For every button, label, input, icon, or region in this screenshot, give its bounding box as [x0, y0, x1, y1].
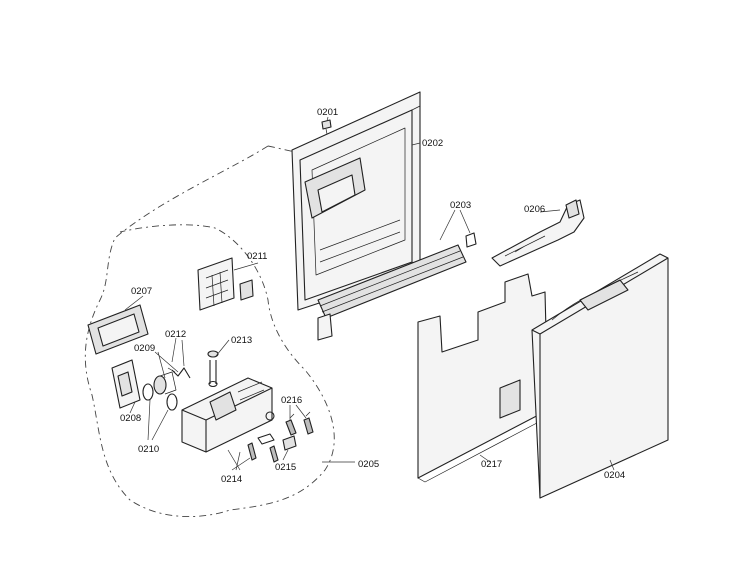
label-0210: 0210 [138, 444, 159, 455]
part-0214-contacts [247, 433, 279, 463]
label-0204: 0204 [604, 470, 625, 481]
label-0209: 0209 [134, 343, 155, 354]
part-0217-insulation [417, 273, 553, 483]
part-0208-handle-cover [111, 359, 141, 409]
leader-lines [124, 116, 615, 471]
part-0203-trim-strip [317, 232, 477, 341]
label-0213: 0213 [231, 335, 252, 346]
label-0208: 0208 [120, 413, 141, 424]
part-0204-outer-door [531, 253, 669, 499]
assembly-guide-line [267, 145, 301, 154]
label-0217: 0217 [481, 459, 502, 470]
label-0215: 0215 [275, 462, 296, 473]
part-lock-housing [181, 377, 275, 453]
callout-labels: 0201 0202 0203 0206 0211 0207 0212 0213 … [120, 107, 625, 485]
label-0207: 0207 [131, 286, 152, 297]
label-0214: 0214 [221, 474, 242, 485]
label-0203: 0203 [450, 200, 471, 211]
label-0201: 0201 [317, 107, 338, 118]
part-0213-pin [207, 350, 219, 388]
part-0206-hinge-bracket [491, 199, 585, 267]
part-0211-filter-frame [197, 257, 254, 311]
part-0202-inner-door [291, 91, 421, 311]
label-0202: 0202 [422, 138, 443, 149]
label-0212: 0212 [165, 329, 186, 340]
part-0216-springs [285, 411, 314, 436]
assembly-boundary-0205 [84, 145, 335, 517]
label-0216: 0216 [281, 395, 302, 406]
label-0211: 0211 [247, 251, 267, 262]
part-0201-screw [321, 119, 332, 135]
part-0215-switch [282, 435, 297, 451]
part-0212-spring [167, 367, 191, 379]
part-0207-gasket [87, 304, 149, 355]
part-0210-rings [142, 371, 178, 411]
label-0205: 0205 [358, 459, 379, 470]
label-0206: 0206 [524, 204, 545, 215]
